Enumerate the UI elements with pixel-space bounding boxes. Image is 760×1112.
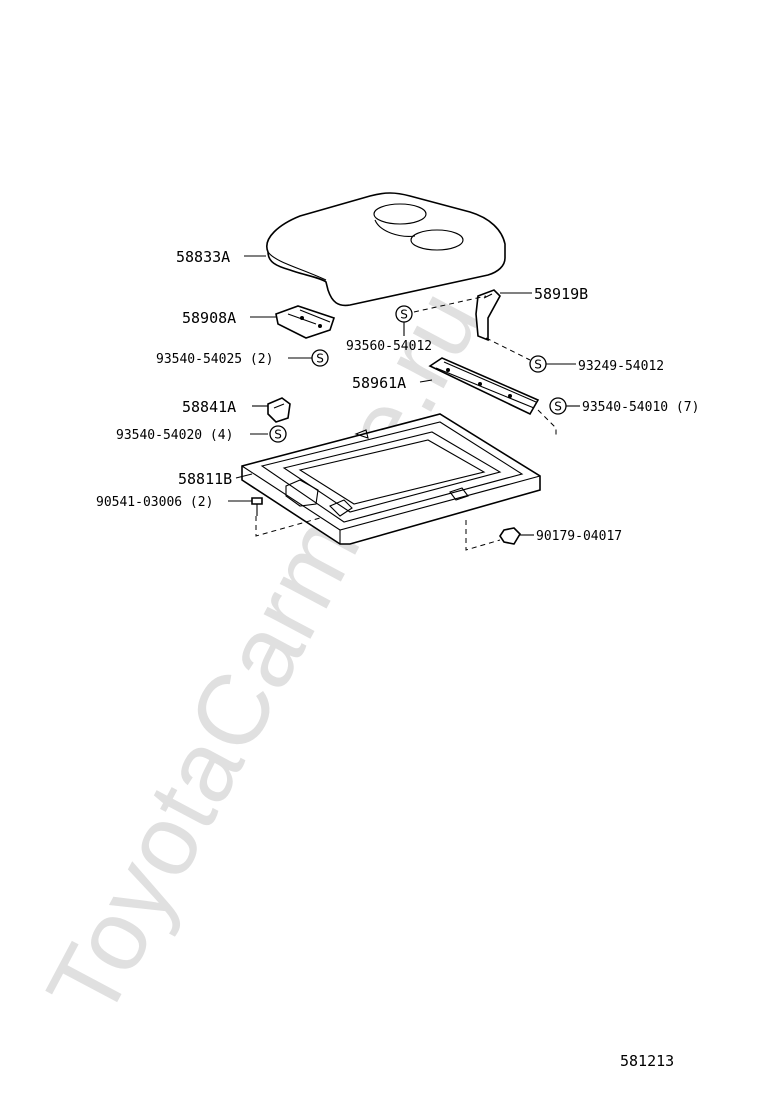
callout-58908A[interactable]: 58908A <box>182 309 236 327</box>
s-symbol-93560-54012: S <box>395 305 413 323</box>
screw-part-90541-03006[interactable] <box>251 497 263 516</box>
diagram-code: 581213 <box>620 1052 674 1070</box>
callout-93540-54025[interactable]: 93540-54025 (2) <box>156 352 273 367</box>
s-symbol-93540-54025: S <box>311 349 329 367</box>
callout-93249-54012[interactable]: 93249-54012 <box>578 359 664 374</box>
s-symbol-93540-54010: S <box>549 397 567 415</box>
callout-93540-54010[interactable]: 93540-54010 (7) <box>582 400 699 415</box>
s-symbol-93540-54020: S <box>269 425 287 443</box>
callout-58961A[interactable]: 58961A <box>352 374 406 392</box>
tray-part-58811B[interactable] <box>241 413 541 545</box>
callout-58919B[interactable]: 58919B <box>534 285 588 303</box>
callout-58841A[interactable]: 58841A <box>182 398 236 416</box>
callout-90541-03006[interactable]: 90541-03006 (2) <box>96 495 213 510</box>
callout-58811B[interactable]: 58811B <box>178 470 232 488</box>
svg-text:S: S <box>534 358 542 372</box>
lid-part-58833A[interactable] <box>266 192 506 307</box>
hinge-part-58919B[interactable] <box>475 289 501 342</box>
callout-90179-04017[interactable]: 90179-04017 <box>536 529 622 544</box>
callout-58833A[interactable]: 58833A <box>176 248 230 266</box>
watermark: ToyotaCarmine.ru <box>26 272 503 1036</box>
callout-93560-54012[interactable]: 93560-54012 <box>346 339 432 354</box>
rail-part-58961A[interactable] <box>428 357 540 416</box>
svg-text:S: S <box>400 308 408 322</box>
s-symbol-93249-54012: S <box>529 355 547 373</box>
svg-text:S: S <box>554 400 562 414</box>
bracket-part-58908A[interactable] <box>275 305 336 339</box>
knob-part-58841A[interactable] <box>267 397 291 423</box>
svg-text:S: S <box>274 428 282 442</box>
callout-93540-54020[interactable]: 93540-54020 (4) <box>116 428 233 443</box>
nut-part-90179-04017[interactable] <box>499 527 522 545</box>
svg-text:S: S <box>316 352 324 366</box>
